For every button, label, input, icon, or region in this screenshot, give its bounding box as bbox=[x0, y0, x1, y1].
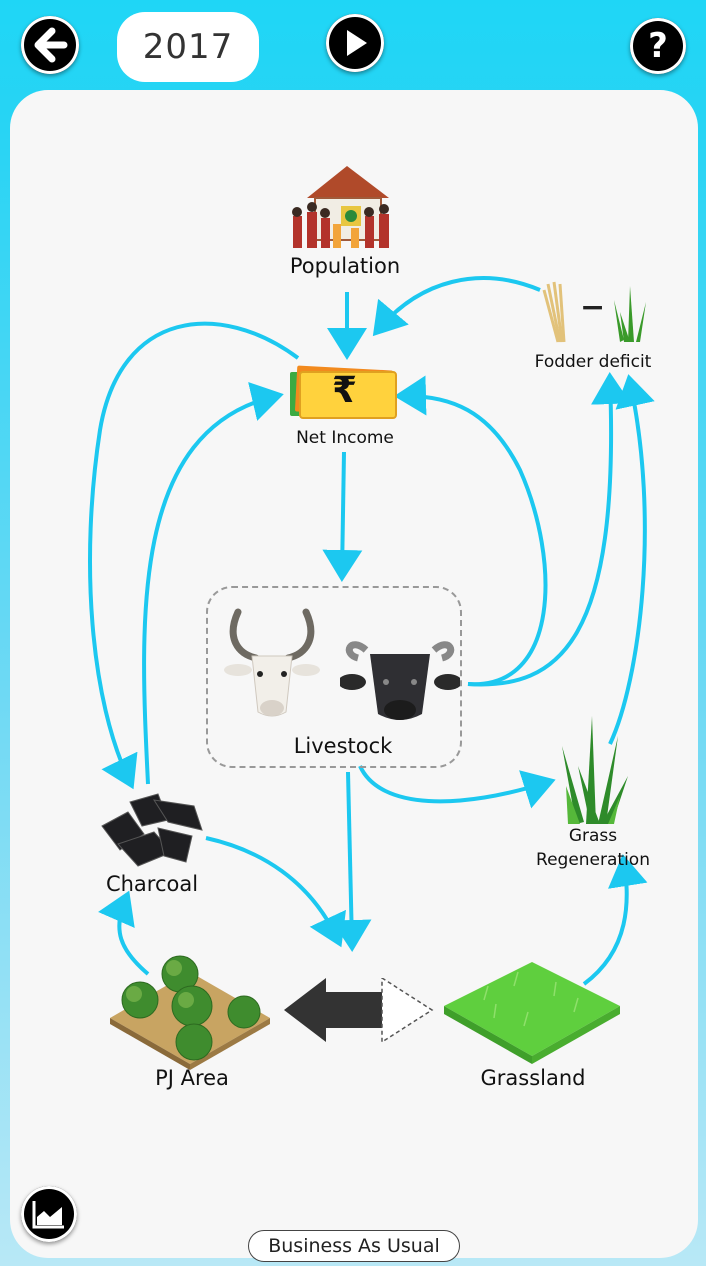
buffalo-icon bbox=[340, 641, 460, 720]
fodder-deficit-node[interactable]: − bbox=[540, 280, 652, 344]
pj-area-label: PJ Area bbox=[155, 1066, 229, 1090]
arrow-livestock-fodder-1 bbox=[467, 372, 631, 687]
help-button[interactable]: ? bbox=[630, 18, 686, 74]
charcoal-icon bbox=[101, 793, 203, 867]
livestock-label: Livestock bbox=[293, 734, 393, 758]
arrow-livestock-pj bbox=[331, 771, 372, 952]
net-income-node[interactable]: ₹ bbox=[288, 362, 400, 424]
pj-area-node[interactable] bbox=[110, 954, 270, 1070]
scenario-mode-label: Business As Usual bbox=[268, 1235, 440, 1257]
arrow-livestock-income bbox=[394, 375, 548, 687]
livestock-node[interactable] bbox=[206, 586, 462, 768]
tall-grass-icon bbox=[562, 716, 628, 824]
arrow-grass-fodder bbox=[608, 374, 655, 745]
grassland-tile-icon bbox=[444, 962, 620, 1064]
population-label: Population bbox=[289, 254, 401, 278]
grass-regeneration-label-line1: Grass bbox=[568, 826, 618, 846]
arrow-pj-charcoal bbox=[98, 890, 150, 976]
arrow-charcoal-pj bbox=[205, 836, 346, 948]
chart-button[interactable] bbox=[21, 1186, 77, 1242]
rupee-notes-icon bbox=[290, 365, 397, 419]
scenario-mode-button[interactable]: Business As Usual bbox=[248, 1230, 460, 1262]
arrow-income-livestock bbox=[322, 451, 363, 582]
conversion-to-pj-arrow[interactable] bbox=[284, 978, 382, 1042]
conversion-arrow[interactable] bbox=[284, 978, 434, 1044]
arrow-left-icon bbox=[34, 27, 68, 63]
arrow-grassland-grass bbox=[582, 854, 648, 986]
grass-tuft-icon bbox=[614, 286, 646, 342]
minus-sign: − bbox=[580, 290, 606, 325]
arrow-fodder-income bbox=[372, 276, 541, 337]
year-label: 2017 bbox=[142, 27, 234, 67]
grass-regeneration-node[interactable] bbox=[556, 716, 632, 824]
grassland-label: Grassland bbox=[480, 1066, 586, 1090]
village-house-icon bbox=[292, 166, 389, 248]
pj-forest-tile-icon bbox=[110, 955, 270, 1070]
year-display: 2017 bbox=[117, 12, 259, 82]
charcoal-node[interactable] bbox=[98, 792, 206, 868]
arrow-charcoal-income bbox=[142, 381, 284, 785]
area-chart-icon bbox=[32, 1201, 64, 1229]
cow-icon bbox=[224, 608, 320, 717]
arrow-livestock-grass bbox=[358, 765, 556, 809]
conversion-to-grassland-arrow[interactable] bbox=[381, 978, 434, 1044]
play-icon bbox=[347, 30, 367, 56]
population-node[interactable] bbox=[285, 162, 409, 282]
net-income-label: Net Income bbox=[296, 428, 394, 448]
grass-regeneration-label-line2: Regeneration bbox=[536, 850, 650, 870]
back-button[interactable] bbox=[21, 16, 79, 74]
charcoal-label: Charcoal bbox=[105, 872, 199, 896]
diagram-canvas bbox=[10, 90, 698, 1258]
fodder-deficit-label: Fodder deficit bbox=[534, 352, 652, 372]
grassland-node[interactable] bbox=[444, 956, 620, 1064]
straw-icon bbox=[542, 281, 566, 343]
arrow-income-charcoal bbox=[88, 321, 300, 790]
question-mark-icon: ? bbox=[648, 26, 668, 66]
rupee-symbol: ₹ bbox=[332, 370, 358, 411]
play-button[interactable] bbox=[326, 14, 384, 72]
